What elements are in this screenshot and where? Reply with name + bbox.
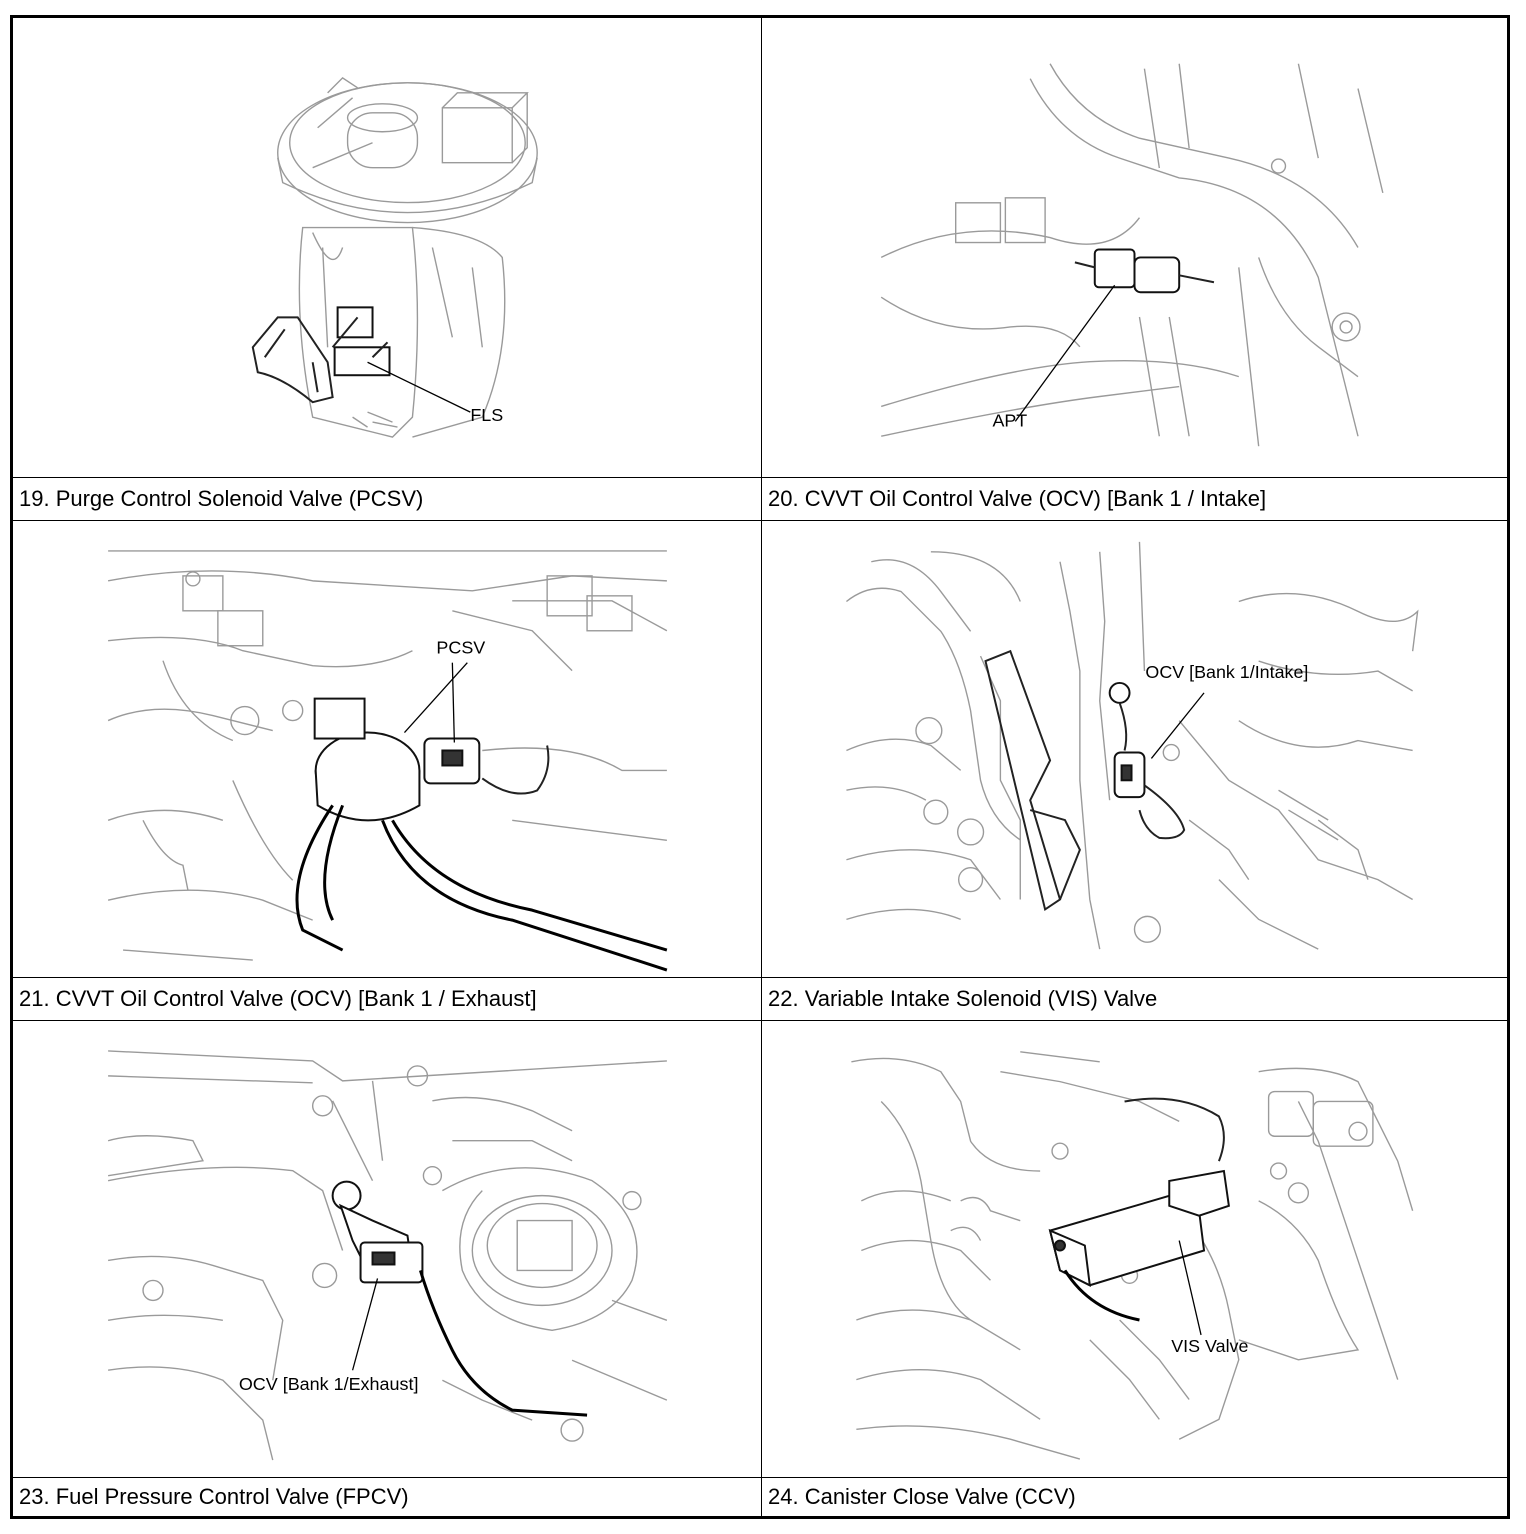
component-grid: FLS APT 19. Purge Control Solenoid Val bbox=[10, 15, 1510, 1519]
pcsv-engine-illustration: PCSV bbox=[107, 550, 668, 972]
figure-pcsv: PCSV bbox=[13, 521, 762, 978]
callout-apt: APT bbox=[992, 410, 1027, 430]
callout-vis-valve: VIS Valve bbox=[1171, 1336, 1248, 1356]
callout-ocv-intake: OCV [Bank 1/Intake] bbox=[1145, 662, 1308, 682]
caption-24: 24. Canister Close Valve (CCV) bbox=[762, 1478, 1507, 1516]
callout-ocv-exhaust: OCV [Bank 1/Exhaust] bbox=[239, 1374, 419, 1394]
vis-valve-illustration: VIS Valve bbox=[851, 1051, 1414, 1460]
figure-vis-valve: VIS Valve bbox=[762, 1021, 1507, 1478]
figure-apt: APT bbox=[762, 18, 1507, 478]
caption-22: 22. Variable Intake Solenoid (VIS) Valve bbox=[762, 978, 1507, 1021]
intake-apt-illustration: APT bbox=[880, 63, 1384, 447]
callout-fls: FLS bbox=[470, 405, 503, 425]
figure-ocv-exhaust: OCV [Bank 1/Exhaust] bbox=[13, 1021, 762, 1478]
fuel-pump-module-illustration: FLS bbox=[251, 76, 538, 438]
caption-21: 21. CVVT Oil Control Valve (OCV) [Bank 1… bbox=[13, 978, 762, 1021]
callout-pcsv: PCSV bbox=[436, 638, 485, 658]
figure-ocv-intake: OCV [Bank 1/Intake] bbox=[762, 521, 1507, 978]
caption-20: 20. CVVT Oil Control Valve (OCV) [Bank 1… bbox=[762, 478, 1507, 521]
caption-19: 19. Purge Control Solenoid Valve (PCSV) bbox=[13, 478, 762, 521]
figure-fls: FLS bbox=[13, 18, 762, 478]
ocv-exhaust-illustration: OCV [Bank 1/Exhaust] bbox=[107, 1050, 668, 1461]
ocv-intake-illustration: OCV [Bank 1/Intake] bbox=[845, 541, 1419, 950]
caption-23: 23. Fuel Pressure Control Valve (FPCV) bbox=[13, 1478, 762, 1516]
